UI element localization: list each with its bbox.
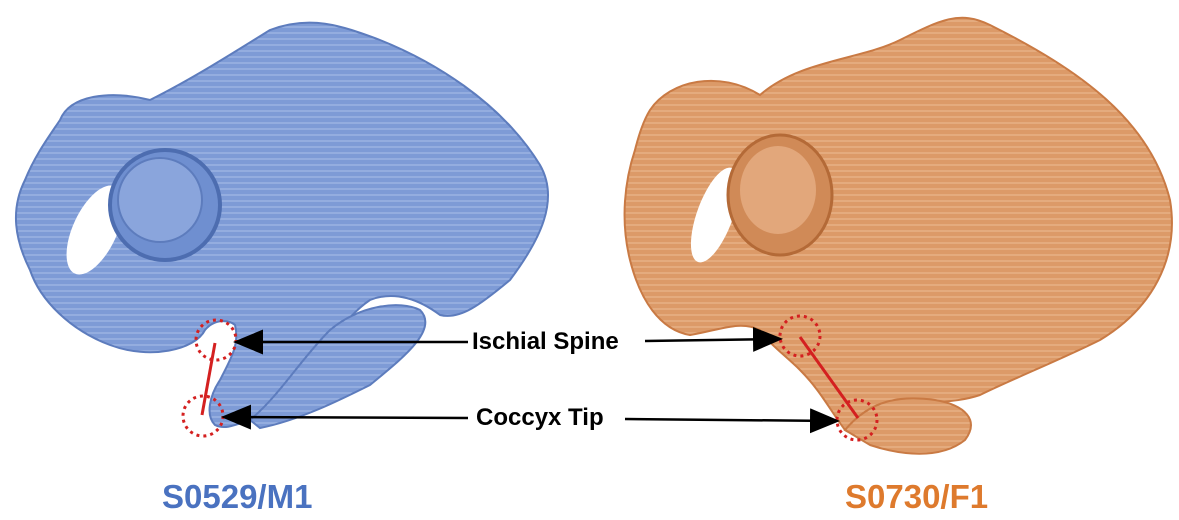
- coccyx-tip-arrow-right: [625, 419, 835, 421]
- left-pelvis-model: [16, 23, 548, 428]
- right-subject-caption: S0730/F1: [845, 478, 988, 516]
- left-ischial-spine-marker: [196, 320, 236, 360]
- coccyx-tip-arrow-left: [226, 417, 468, 418]
- right-acetabulum-inner: [740, 146, 816, 234]
- left-subject-caption: S0529/M1: [162, 478, 312, 516]
- ischial-spine-label: Ischial Spine: [472, 328, 619, 356]
- left-femoral-head: [118, 158, 202, 242]
- coccyx-tip-label: Coccyx Tip: [476, 404, 604, 432]
- right-pelvis-model: [625, 18, 1172, 454]
- ischial-spine-arrow-right: [645, 339, 778, 341]
